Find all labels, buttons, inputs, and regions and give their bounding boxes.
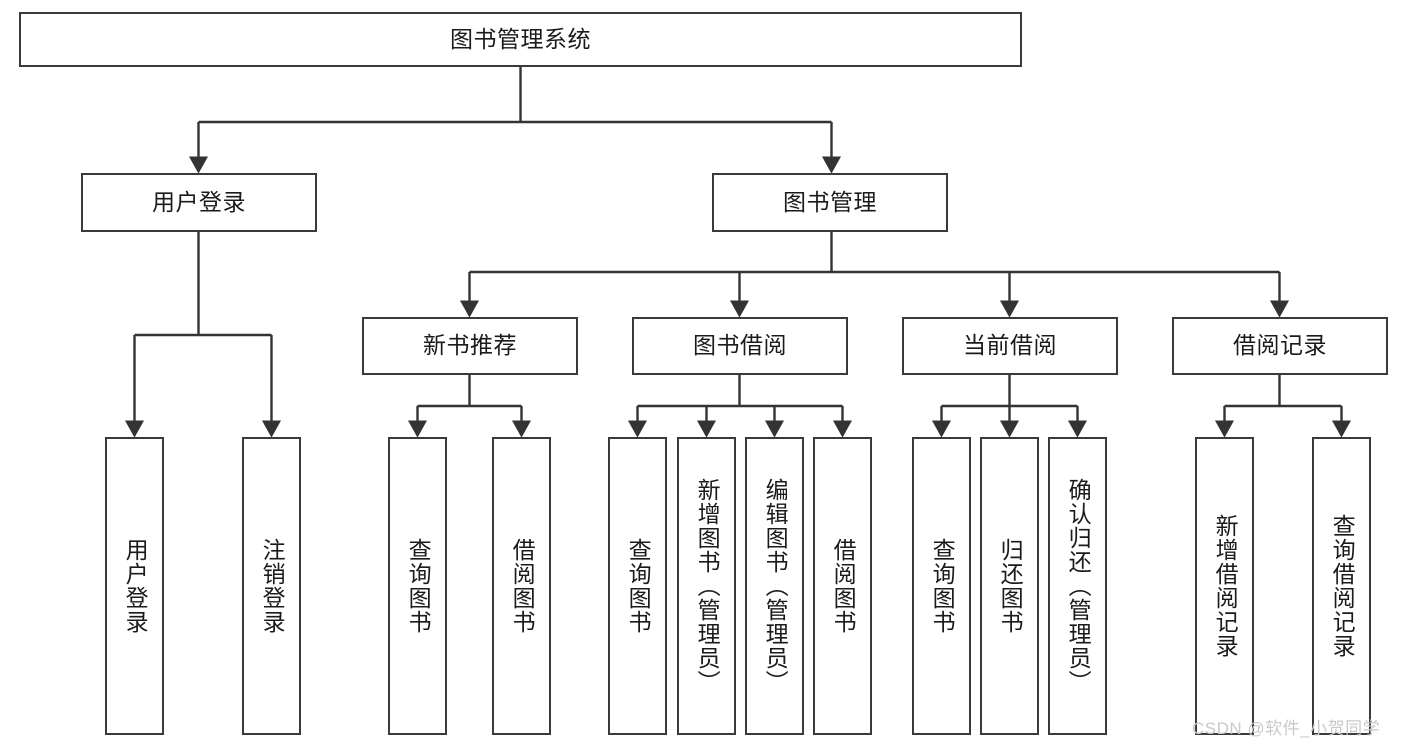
leaf-user-login-login[interactable]: 用户登录: [105, 437, 164, 735]
leaf-label: 查询图书: [929, 538, 956, 634]
leaf-borrow-borrow-book[interactable]: 借阅图书: [813, 437, 872, 735]
leaf-label: 查询图书: [625, 538, 652, 634]
leaf-label: 编辑图书（管理员）: [762, 478, 789, 694]
leaf-borrow-query-book[interactable]: 查询图书: [608, 437, 667, 735]
leaf-label: 归还图书: [997, 538, 1024, 634]
leaf-current-confirm-return-admin[interactable]: 确认归还（管理员）: [1048, 437, 1107, 735]
leaf-label: 用户登录: [122, 538, 149, 634]
leaf-label: 新增借阅记录: [1212, 514, 1239, 658]
leaf-label: 借阅图书: [830, 538, 857, 634]
leaf-label: 借阅图书: [509, 538, 536, 634]
leaf-current-return-book[interactable]: 归还图书: [980, 437, 1039, 735]
leaf-borrow-edit-book-admin[interactable]: 编辑图书（管理员）: [745, 437, 804, 735]
leaf-record-query-record[interactable]: 查询借阅记录: [1312, 437, 1371, 735]
leaf-label: 确认归还（管理员）: [1065, 478, 1092, 694]
node-user-login[interactable]: 用户登录: [81, 173, 317, 232]
csdn-watermark: CSDN @软件_小贺同学: [1192, 719, 1381, 738]
leaf-label: 注销登录: [259, 538, 286, 634]
leaf-label: 查询借阅记录: [1329, 514, 1356, 658]
node-root-system[interactable]: 图书管理系统: [19, 12, 1022, 67]
leaf-new-book-borrow[interactable]: 借阅图书: [492, 437, 551, 735]
node-borrow-record[interactable]: 借阅记录: [1172, 317, 1388, 375]
leaf-label: 新增图书（管理员）: [694, 478, 721, 694]
node-new-book-recommend[interactable]: 新书推荐: [362, 317, 578, 375]
leaf-record-add-record[interactable]: 新增借阅记录: [1195, 437, 1254, 735]
node-book-borrow[interactable]: 图书借阅: [632, 317, 848, 375]
leaf-new-book-query[interactable]: 查询图书: [388, 437, 447, 735]
node-current-borrow[interactable]: 当前借阅: [902, 317, 1118, 375]
leaf-borrow-add-book-admin[interactable]: 新增图书（管理员）: [677, 437, 736, 735]
leaf-user-login-logout[interactable]: 注销登录: [242, 437, 301, 735]
node-book-management[interactable]: 图书管理: [712, 173, 948, 232]
leaf-label: 查询图书: [405, 538, 432, 634]
leaf-current-query-book[interactable]: 查询图书: [912, 437, 971, 735]
